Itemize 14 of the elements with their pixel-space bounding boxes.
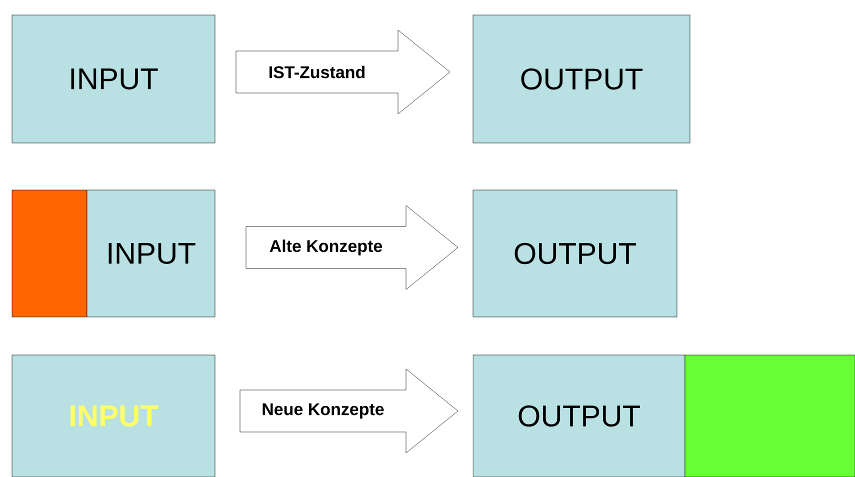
text-box: INPUT — [12, 14, 216, 144]
text-box: OUTPUT — [472, 14, 690, 144]
edge-label: Neue Konzepte — [262, 403, 384, 419]
colored-block — [12, 190, 88, 318]
text-box: OUTPUT — [472, 354, 686, 477]
edge-label: Alte Konzepte — [270, 240, 382, 256]
text-box: OUTPUT — [472, 190, 678, 318]
text-box: INPUT — [12, 354, 216, 477]
edge-label: IST-Zustand — [270, 66, 365, 78]
block-arrow — [236, 30, 450, 114]
block-arrow — [246, 205, 458, 290]
colored-block — [684, 354, 855, 477]
text-box: INPUT — [86, 190, 216, 318]
block-arrow — [240, 368, 458, 454]
